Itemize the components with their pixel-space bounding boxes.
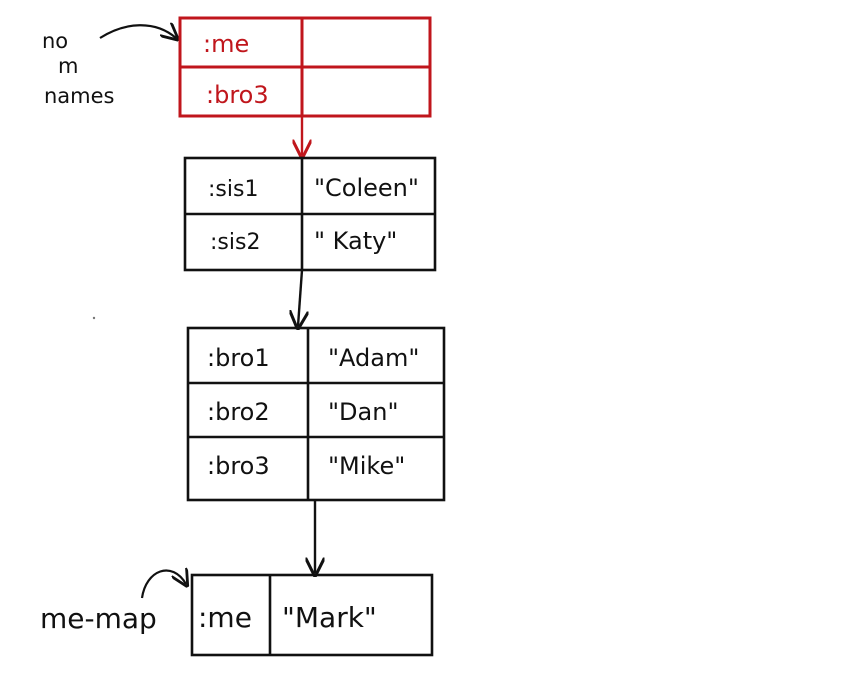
brothers-table-key: :bro3 <box>207 452 270 480</box>
sisters-table-value: "Coleen" <box>314 174 419 202</box>
sisters-table-key: :sis2 <box>210 230 260 255</box>
note-pointer-arrow <box>99 25 176 38</box>
note-line-3: names <box>44 84 115 108</box>
stray-dot <box>92 316 96 320</box>
note-line-2: m <box>58 54 78 78</box>
sisters-table: :sis1 :sis2 "Coleen" " Katy" <box>183 156 437 272</box>
note-line-1: no <box>42 29 68 53</box>
sisters-table-key: :sis1 <box>208 177 258 202</box>
brothers-table-key: :bro1 <box>207 344 270 372</box>
brothers-table-value: "Adam" <box>328 344 419 372</box>
brothers-table-key: :bro2 <box>207 398 270 426</box>
top-table-key: :me <box>203 30 249 58</box>
brothers-table: :bro1 :bro2 :bro3 "Adam" "Dan" "Mike" <box>186 326 446 502</box>
me-table-key: :me <box>198 601 252 634</box>
me-table: :me "Mark" <box>190 573 434 657</box>
sisters-table-value: " Katy" <box>314 227 397 255</box>
no-names-note: no m names <box>42 29 115 108</box>
top-table: :me :bro3 <box>178 16 432 118</box>
me-map-label: me-map <box>40 602 157 635</box>
brothers-table-value: "Dan" <box>328 398 398 426</box>
top-table-key: :bro3 <box>206 81 269 109</box>
me-map-pointer-arrow <box>140 570 186 599</box>
arrow-sisters-to-brothers <box>298 269 302 326</box>
brothers-table-value: "Mike" <box>328 452 405 480</box>
me-table-border <box>190 573 434 657</box>
me-table-value: "Mark" <box>282 601 377 634</box>
